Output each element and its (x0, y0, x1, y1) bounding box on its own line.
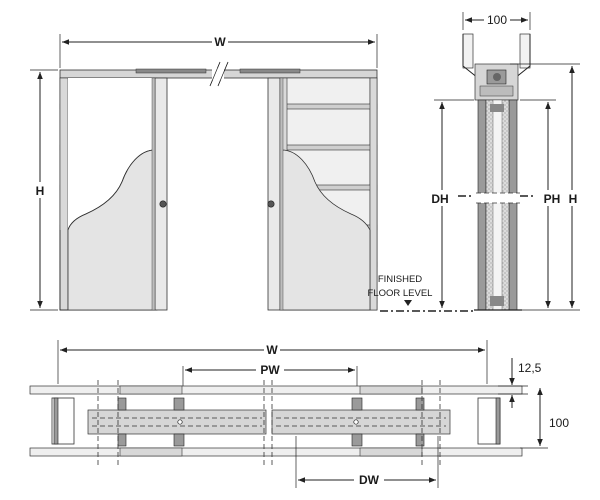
elevation-height-label: H (36, 184, 45, 198)
right-cutaway-panel (281, 149, 371, 311)
plan-thickness-label: 12,5 (518, 361, 542, 375)
section-left-stud (477, 99, 487, 311)
plan-depth-label: 100 (549, 416, 569, 430)
front-elevation: W H (30, 34, 378, 311)
section-right-stud (508, 99, 518, 311)
left-pocket-frame (59, 77, 168, 311)
plan-bottom-panel (29, 447, 523, 457)
left-cutaway-panel (68, 78, 155, 230)
right-door-handle (267, 200, 275, 208)
left-door-handle (159, 200, 167, 208)
elevation-width-label: W (214, 35, 226, 49)
floor-level-line2: FLOOR LEVEL (368, 288, 433, 299)
plan-right-door (271, 409, 451, 435)
plan-view: W PW (29, 340, 569, 488)
plan-left-door (87, 409, 267, 435)
section-top-width-label: 100 (487, 13, 507, 27)
right-door-leaf (267, 77, 281, 311)
section-h-label: H (569, 192, 578, 206)
floor-level-line1: FINISHED (378, 274, 422, 285)
plan-width-label: W (266, 343, 278, 357)
section-dh-label: DH (431, 192, 448, 206)
elevation-width-dimension: W (59, 34, 378, 68)
section-ph-label: PH (544, 192, 561, 206)
floor-level-symbol (404, 300, 412, 306)
right-pocket-frame (267, 77, 378, 311)
plan-top-panel (29, 385, 523, 395)
elevation-height-dimension: H (30, 69, 58, 311)
left-door-leaf (154, 77, 168, 311)
plan-pw-label: PW (260, 363, 280, 377)
plan-dw-label: DW (359, 473, 380, 487)
side-section: 100 DH PH (368, 12, 581, 312)
